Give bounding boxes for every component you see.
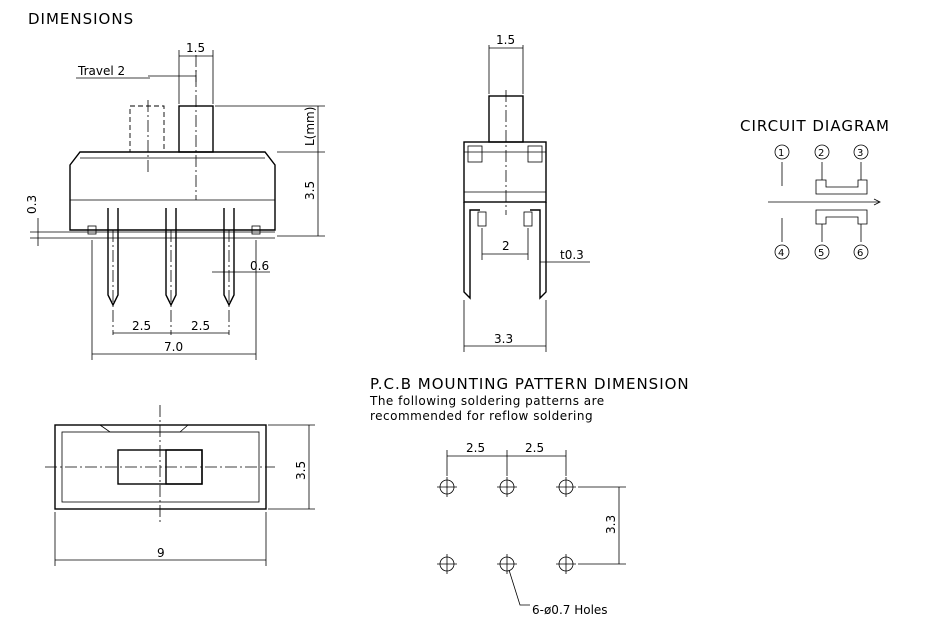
front-top-width-label: 1.5 <box>186 41 205 55</box>
front-overall-label: 7.0 <box>164 340 183 354</box>
pcb-hole <box>437 554 457 574</box>
body-height-label: 3.5 <box>303 181 317 200</box>
travel-label: Travel 2 <box>77 64 125 78</box>
terminal-2: 2 <box>818 148 824 159</box>
pcb-pitch-left-label: 2.5 <box>466 441 485 455</box>
pcb-hole <box>556 554 576 574</box>
terminal-4: 4 <box>778 248 784 259</box>
switch-body <box>69 151 276 231</box>
side-body <box>463 141 547 203</box>
terminal-3: 3 <box>857 148 863 159</box>
pcb-hole <box>497 477 517 497</box>
pcb-hole <box>556 477 576 497</box>
terminal-6: 6 <box>857 248 863 259</box>
side-top-width-label: 1.5 <box>496 33 515 47</box>
front-pitch-left-label: 2.5 <box>132 319 151 333</box>
circuit-title: CIRCUIT DIAGRAM <box>740 117 890 135</box>
pcb-hole <box>437 477 457 497</box>
pcb-row-spacing-label: 3.3 <box>604 515 618 534</box>
side-thickness-label: t0.3 <box>560 248 584 262</box>
pcb-title: P.C.B MOUNTING PATTERN DIMENSION <box>370 375 690 393</box>
top-length-label: 9 <box>157 546 165 560</box>
top-view: 3.5 9 <box>45 405 315 566</box>
pcb-pitch-right-label: 2.5 <box>525 441 544 455</box>
pcb-holes-label: 6-ø0.7 Holes <box>532 603 608 617</box>
pcb-note-line2: recommended for reflow soldering <box>370 409 593 423</box>
side-view: 1.5 2 t0.3 3.3 <box>463 33 590 352</box>
side-pin-spacing-label: 2 <box>502 239 510 253</box>
front-view: 1.5 Travel 2 L(mm) 3.5 0.3 0.6 2.5 2.5 7… <box>25 41 325 360</box>
circuit-diagram: CIRCUIT DIAGRAM 1 2 3 4 5 6 <box>740 117 890 260</box>
terminal-5: 5 <box>818 248 824 259</box>
lever-height-label: L(mm) <box>303 107 317 146</box>
side-width-label: 3.3 <box>494 332 513 346</box>
pcb-hole <box>497 554 517 574</box>
pcb-pattern: P.C.B MOUNTING PATTERN DIMENSION The fol… <box>369 375 690 617</box>
dimensions-title: DIMENSIONS <box>28 10 134 28</box>
plate-thickness-label: 0.3 <box>25 195 39 214</box>
pcb-note-line1: The following soldering patterns are <box>369 394 605 408</box>
pin-width-label: 0.6 <box>250 259 269 273</box>
terminal-1: 1 <box>778 148 784 159</box>
lever-travel-outline <box>129 105 165 153</box>
front-pitch-right-label: 2.5 <box>191 319 210 333</box>
top-height-label: 3.5 <box>294 461 308 480</box>
